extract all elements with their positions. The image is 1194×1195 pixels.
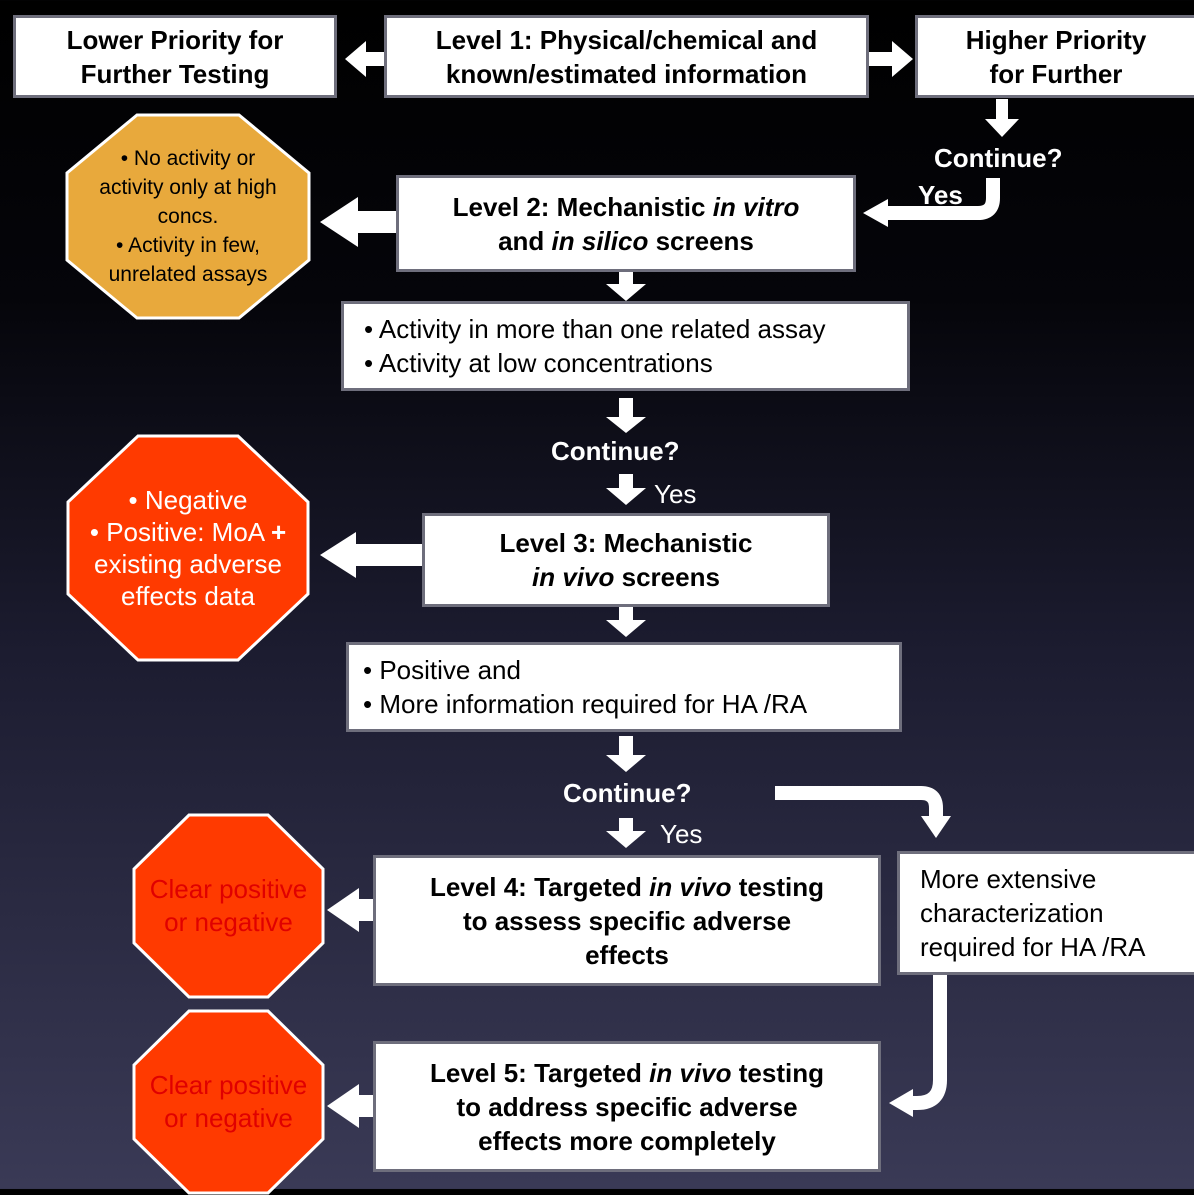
yes-label-1: Yes bbox=[918, 180, 963, 210]
stop2-line1: • No activity or bbox=[120, 147, 256, 170]
level1-box: Level 1: Physical/chemical and known/est… bbox=[384, 15, 869, 98]
octagon-orange-icon bbox=[65, 113, 311, 320]
stop2-line4: • Activity in few, bbox=[116, 234, 260, 257]
octagon-red-icon bbox=[66, 434, 310, 662]
higher-priority-line1: Higher Priority bbox=[965, 24, 1147, 55]
level2-box: Level 2: Mechanistic in vitro and in sil… bbox=[396, 175, 856, 272]
criteria3-line1: • Positive and bbox=[363, 655, 521, 685]
arrow-to-extensive-line bbox=[775, 786, 943, 818]
arrow-yes-to-level2-head bbox=[863, 199, 888, 227]
arrow-left-level3 bbox=[320, 532, 422, 578]
criteria3-line2: • More information required for HA /RA bbox=[363, 689, 808, 719]
stop5-line1: Clear positive bbox=[149, 1070, 308, 1100]
arrow-down-criteria3 bbox=[606, 736, 646, 772]
arrow-extensive-to-level5-head bbox=[889, 1089, 913, 1117]
extensive-line1: More extensive bbox=[920, 864, 1097, 894]
arrow-down-criteria2 bbox=[606, 398, 646, 433]
arrow-down-level2 bbox=[606, 271, 646, 301]
stop3-line1: • Negative bbox=[128, 485, 248, 515]
arrow-left-lower-priority bbox=[345, 41, 384, 77]
stop2-line5: unrelated assays bbox=[108, 263, 268, 286]
continue-label-2: Continue? bbox=[551, 436, 680, 466]
level5-line1: Level 5: Targeted in vivo testing bbox=[430, 1057, 824, 1088]
stop4-line1: Clear positive bbox=[149, 874, 308, 904]
stop3-line4: effects data bbox=[121, 581, 255, 611]
criteria2-line2: • Activity at low concentrations bbox=[364, 348, 713, 378]
higher-priority-line2: for Further bbox=[989, 58, 1123, 89]
stop-sign-level4: Clear positive or negative bbox=[132, 813, 325, 999]
criteria2-line1: • Activity in more than one related assa… bbox=[364, 314, 826, 344]
stop-sign-level3: • Negative • Positive: MoA + existing ad… bbox=[66, 434, 310, 662]
arrow-down-higher-priority bbox=[985, 99, 1019, 137]
arrow-left-level5 bbox=[327, 1084, 373, 1128]
level4-box: Level 4: Targeted in vivo testing to ass… bbox=[373, 855, 881, 986]
level3-line2: in vivo screens bbox=[532, 562, 720, 592]
lower-priority-line1: Lower Priority for bbox=[66, 24, 284, 55]
arrow-down-continue2 bbox=[606, 474, 646, 505]
level2-line2: and in silico screens bbox=[498, 225, 754, 256]
arrow-down-continue3 bbox=[606, 818, 646, 848]
extensive-box: More extensive characterization required… bbox=[897, 851, 1194, 975]
level5-box: Level 5: Targeted in vivo testing to add… bbox=[373, 1041, 881, 1172]
higher-priority-box: Higher Priority for Further bbox=[915, 15, 1194, 98]
level1-text: Level 1: Physical/chemical and known/est… bbox=[435, 24, 818, 89]
arrow-yes-to-level2 bbox=[886, 178, 1000, 220]
arrow-extensive-to-level5-line bbox=[910, 973, 947, 1110]
stop3-line2: • Positive: MoA + bbox=[89, 517, 287, 547]
stop4-line2: or negative bbox=[164, 907, 293, 937]
continue-label-3: Continue? bbox=[563, 778, 692, 808]
level4-line1: Level 4: Targeted in vivo testing bbox=[430, 871, 824, 902]
arrow-left-level4 bbox=[327, 888, 373, 932]
lower-priority-box: Lower Priority for Further Testing bbox=[13, 15, 337, 98]
stop2-line2: activity only at high bbox=[99, 176, 277, 199]
yes-label-2: Yes bbox=[654, 479, 697, 509]
stop-sign-level2: • No activity or activity only at high c… bbox=[65, 113, 311, 320]
criteria2-box: • Activity in more than one related assa… bbox=[341, 301, 910, 391]
stop3-line3: existing adverse bbox=[94, 549, 282, 579]
extensive-line3: required for HA /RA bbox=[920, 932, 1146, 962]
arrow-right-higher-priority bbox=[869, 41, 913, 77]
level3-line1: Level 3: Mechanistic bbox=[499, 528, 753, 558]
level2-line1: Level 2: Mechanistic in vitro bbox=[452, 191, 800, 222]
level5-line3: effects more completely bbox=[478, 1125, 776, 1156]
level4-line2: to assess specific adverse bbox=[462, 905, 792, 936]
arrow-down-level3 bbox=[606, 606, 646, 637]
extensive-line2: characterization bbox=[920, 898, 1104, 928]
yes-label-3: Yes bbox=[660, 819, 703, 849]
level5-line2: to address specific adverse bbox=[456, 1091, 798, 1122]
stop-sign-level5: Clear positive or negative bbox=[132, 1009, 325, 1195]
criteria3-box: • Positive and • More information requir… bbox=[346, 642, 902, 732]
lower-priority-line2: Further Testing bbox=[80, 58, 270, 89]
arrow-left-level2 bbox=[320, 197, 396, 247]
stop5-line2: or negative bbox=[164, 1103, 293, 1133]
continue-label-1: Continue? bbox=[934, 143, 1063, 173]
arrow-to-extensive-head bbox=[921, 816, 951, 838]
stop2-line3: concs. bbox=[157, 205, 219, 228]
level4-line3: effects bbox=[585, 939, 669, 970]
octagon-red-icon bbox=[132, 813, 325, 999]
level3-box: Level 3: Mechanistic in vivo screens bbox=[422, 513, 830, 607]
